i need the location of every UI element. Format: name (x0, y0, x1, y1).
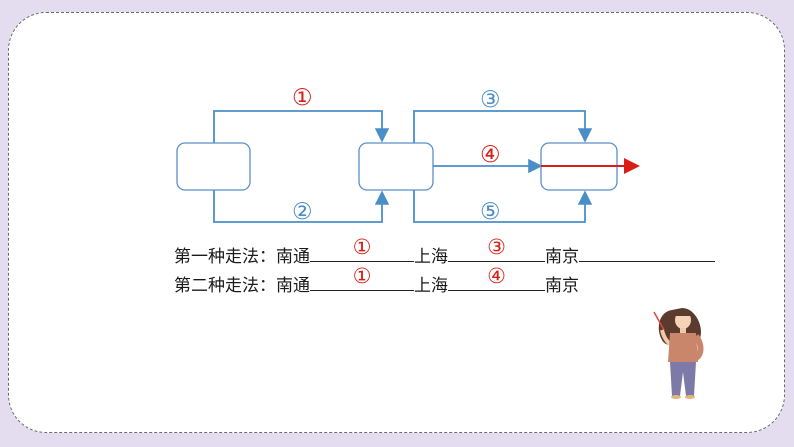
second-route-from: 南通 (276, 276, 310, 296)
nantong-box (176, 142, 251, 191)
second-blank-1[interactable]: ① (310, 266, 414, 291)
first-answer-1: ① (352, 235, 372, 259)
first-blank-3[interactable] (579, 243, 715, 262)
route-3-label: ③ (480, 87, 501, 113)
second-blank-2[interactable]: ④ (448, 266, 545, 291)
first-blank-1[interactable]: ① (310, 237, 414, 262)
second-answer-2: ④ (487, 264, 506, 288)
first-blank-2[interactable]: ③ (448, 237, 545, 262)
first-answer-2: ③ (487, 235, 506, 259)
route-1-line (213, 110, 390, 143)
second-route-label: 第二种走法： (174, 276, 276, 296)
second-route-mid: 上海 (414, 276, 448, 296)
route-2-label: ② (292, 199, 313, 225)
slide-card (8, 12, 785, 433)
first-route-label: 第一种走法： (174, 247, 276, 267)
second-route-to: 南京 (545, 276, 579, 296)
first-route-mid: 上海 (414, 247, 448, 267)
second-answer-1: ① (352, 264, 372, 288)
first-route-from: 南通 (276, 247, 310, 267)
teacher-illustration (653, 308, 704, 399)
route-3-line (413, 110, 593, 143)
route-2-line (213, 190, 390, 223)
route-5-line (413, 190, 593, 223)
first-route-to: 南京 (545, 247, 579, 267)
route-1-label: ① (292, 85, 313, 111)
shanghai-box (358, 142, 434, 191)
second-route-sentence: 第二种走法：南通 ① 上海 ④ 南京 (174, 266, 579, 297)
first-route-sentence: 第一种走法：南通 ① 上海 ③ 南京 (174, 237, 715, 267)
route-5-label: ⑤ (480, 199, 501, 225)
route-4-label: ④ (480, 142, 501, 168)
